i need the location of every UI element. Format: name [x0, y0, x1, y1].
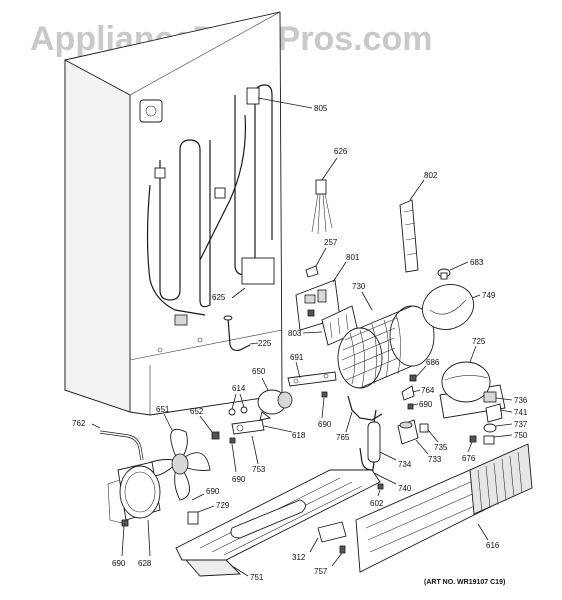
part-750 [483, 434, 513, 445]
part-725-compressor [439, 345, 506, 419]
leader-625 [231, 287, 246, 299]
part-729 [187, 505, 215, 525]
callout-764: 764 [421, 386, 435, 395]
part-626-sensor [311, 157, 338, 235]
leader-753 [251, 435, 259, 465]
art-number: (ART NO. WR19107 C19) [424, 579, 505, 586]
part-735 [419, 423, 439, 443]
part-690-screw-a [407, 403, 419, 410]
part-733-capacitor [397, 419, 429, 455]
part-312 [309, 521, 347, 553]
callout-312: 312 [292, 553, 306, 562]
callout-683: 683 [470, 258, 484, 267]
part-650-fan-motor [257, 377, 293, 421]
leader-730 [361, 291, 373, 311]
callout-734: 734 [398, 460, 412, 469]
callout-690-a: 690 [419, 400, 433, 409]
part-737 [483, 423, 513, 433]
callout-652: 652 [190, 407, 204, 416]
callout-757: 757 [314, 567, 328, 576]
part-764 [401, 385, 421, 401]
callout-762: 762 [72, 419, 86, 428]
part-749-cover [421, 284, 481, 330]
callout-626: 626 [334, 147, 348, 156]
part-225-drain-tube [223, 315, 259, 352]
callout-690-e: 690 [112, 559, 126, 568]
callout-257: 257 [324, 238, 338, 247]
callout-749: 749 [482, 291, 496, 300]
part-690-screw-b [321, 391, 328, 419]
callout-650: 650 [252, 367, 266, 376]
part-618-bracket [231, 419, 293, 435]
callout-225: 225 [258, 339, 272, 348]
callout-765: 765 [336, 433, 350, 442]
part-676 [467, 435, 477, 453]
callout-729: 729 [216, 501, 230, 510]
callout-751: 751 [250, 573, 264, 582]
callout-676: 676 [462, 454, 476, 463]
callout-651: 651 [156, 405, 170, 414]
leader-805 [257, 97, 313, 109]
part-651-fan-blade [145, 413, 211, 501]
callout-805: 805 [314, 104, 328, 113]
part-614-grommets [228, 393, 248, 416]
callout-690-b: 690 [318, 420, 332, 429]
part-802-harness [399, 179, 425, 273]
callout-628: 628 [138, 559, 152, 568]
part-741-relay [485, 403, 513, 423]
part-765-tubing [345, 395, 383, 433]
leader-736 [495, 397, 513, 401]
callout-737: 737 [514, 420, 528, 429]
part-602-screw [377, 483, 384, 497]
callout-614: 614 [232, 384, 246, 393]
callout-741: 741 [514, 408, 528, 417]
part-690-screw-c [229, 437, 237, 473]
callout-690-c: 690 [232, 475, 246, 484]
part-762-tube [91, 423, 144, 461]
part-628-shroud [107, 461, 161, 557]
part-690-screw-e [121, 519, 129, 557]
callout-753: 753 [252, 465, 266, 474]
part-686 [409, 365, 427, 382]
callout-691: 691 [290, 353, 304, 362]
part-734-drier [367, 409, 397, 477]
callout-730: 730 [352, 282, 366, 291]
callout-801: 801 [346, 253, 360, 262]
callout-750: 750 [514, 431, 528, 440]
part-691-bracket [287, 361, 337, 387]
cabinet-back-panel [64, 11, 283, 416]
leader-690-d [191, 493, 205, 501]
callout-803: 803 [288, 329, 302, 338]
part-683 [437, 261, 469, 280]
part-257 [305, 247, 327, 278]
part-751-base-pan [175, 469, 381, 577]
callout-733: 733 [428, 455, 442, 464]
part-730-condenser-coil [337, 305, 435, 389]
callout-686: 686 [426, 358, 440, 367]
callout-602: 602 [370, 499, 384, 508]
callout-618: 618 [292, 431, 306, 440]
part-757-screw [331, 545, 346, 567]
callout-802: 802 [424, 171, 438, 180]
callout-735: 735 [434, 443, 448, 452]
part-652-nut [199, 415, 220, 440]
callout-616: 616 [486, 541, 500, 550]
callout-625: 625 [212, 293, 226, 302]
callout-736: 736 [514, 396, 528, 405]
callout-740: 740 [398, 484, 412, 493]
callout-690-d: 690 [206, 487, 220, 496]
part-616-grille-panel [355, 443, 533, 573]
callout-725: 725 [472, 337, 486, 346]
leader-803 [302, 331, 323, 334]
